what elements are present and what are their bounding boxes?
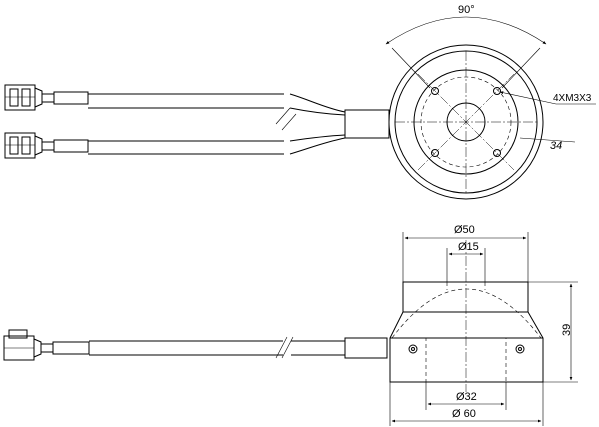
hole-callout: 4XM3X3 (499, 91, 596, 105)
top-view: 90° 4XM3X3 34 (4, 4, 596, 200)
dim-inner-top: Ø15 (446, 241, 486, 282)
pitch-callout: 34 (519, 137, 576, 152)
housing-side-view (389, 240, 544, 392)
connector-side (3, 329, 90, 361)
cable-side-view (89, 336, 388, 359)
dim-height: 39 (528, 281, 578, 383)
dim-outer-bottom: Ø 60 (389, 382, 544, 426)
mounting-hole (431, 87, 439, 95)
screw-right (515, 344, 525, 354)
dim-height-label: 39 (561, 324, 573, 336)
screw-left (408, 344, 418, 354)
dim-outer-top-label: Ø50 (454, 224, 475, 236)
mounting-hole (431, 149, 439, 157)
dim-inner-top-label: Ø15 (458, 241, 479, 253)
mounting-hole (493, 149, 501, 157)
angle-dimension: 90° (385, 4, 547, 89)
pitch-label: 34 (550, 140, 562, 152)
housing-top-view (388, 44, 544, 200)
mounting-hole (493, 87, 501, 95)
dim-outer-bottom-label: Ø 60 (452, 408, 476, 420)
dim-inner-bottom-label: Ø32 (456, 391, 477, 403)
cables-top-view (88, 93, 390, 155)
dim-outer-top: Ø50 (402, 224, 529, 282)
side-view: Ø50 Ø15 39 Ø32 Ø 60 (3, 224, 578, 426)
dim-inner-bottom: Ø32 (425, 382, 507, 410)
connector-bottom (4, 132, 89, 159)
angle-label: 90° (458, 4, 475, 16)
connector-top (4, 84, 89, 111)
hole-label: 4XM3X3 (553, 93, 592, 104)
